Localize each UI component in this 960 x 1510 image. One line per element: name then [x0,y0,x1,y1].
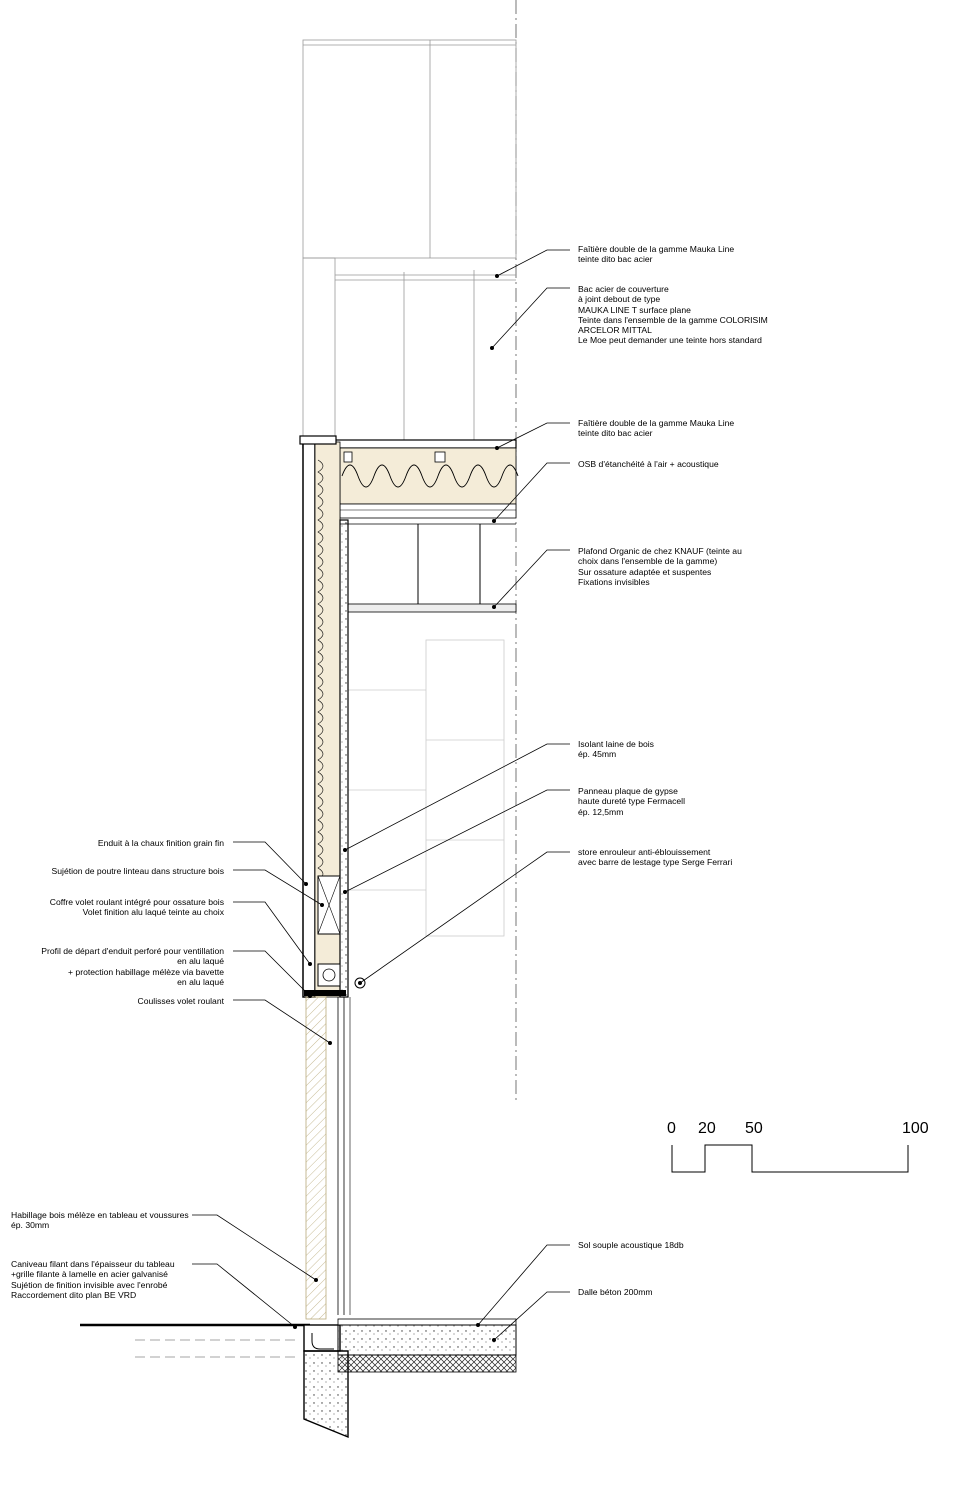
label-caniveau: Caniveau filant dans l'épaisseur du tabl… [11,1259,175,1300]
scale-label-50: 50 [745,1120,763,1137]
label-enduit: Enduit à la chaux finition grain fin [97,838,224,848]
label-coffre: Coffre volet roulant intégré pour ossatu… [49,897,224,918]
label-plafond: Plafond Organic de chez KNAUF (teinte au… [578,546,742,587]
ground-section [80,1318,517,1439]
leader-lines [192,249,570,1343]
exterior-wall [299,435,366,998]
scale-label-0: 0 [667,1120,676,1137]
interior-panels [348,639,505,937]
label-habillage: Habillage bois mélèze en tableau et vous… [11,1210,189,1231]
window-reveal [305,996,351,1320]
label-coulisses: Coulisses volet roulant [137,996,224,1006]
label-osb: OSB d'étanchéité à l'air + acoustique [578,459,719,469]
scale-label-100: 100 [902,1120,929,1137]
upper-volume [302,39,517,446]
label-sol: Sol souple acoustique 18db [578,1240,684,1250]
label-sujetion: Sujétion de poutre linteau dans structur… [51,866,224,876]
label-dalle: Dalle béton 200mm [578,1287,653,1297]
label-profil: Profil de départ d'enduit perforé pour v… [41,946,224,987]
scale-label-20: 20 [698,1120,716,1137]
scale-bar [671,1144,909,1173]
